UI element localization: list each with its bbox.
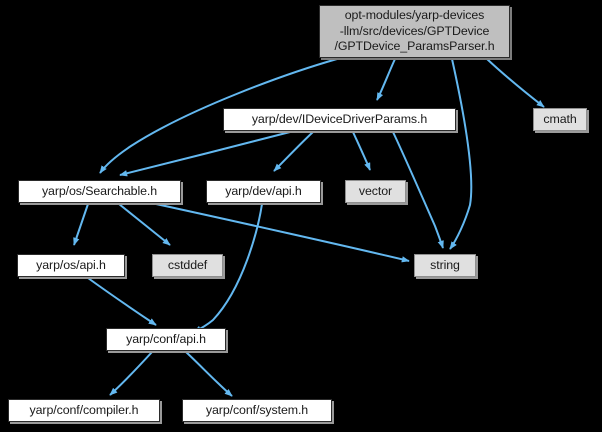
graph-node-string[interactable]: string xyxy=(414,254,476,277)
graph-edge-searchable-to-cstddef xyxy=(118,203,171,246)
graph-node-label: yarp/conf/system.h xyxy=(205,402,309,417)
graph-edge-searchable-to-string xyxy=(155,203,410,263)
graph-node-label: yarp/os/Searchable.h xyxy=(41,183,158,198)
graph-node-label: opt-modules/yarp-devices xyxy=(344,8,485,23)
graph-node-cstddef[interactable]: cstddef xyxy=(152,254,223,277)
graph-node-searchable[interactable]: yarp/os/Searchable.h xyxy=(18,180,181,203)
graph-edge-searchable-to-osapi xyxy=(73,203,89,246)
graph-node-label: cstddef xyxy=(167,257,208,272)
graph-node-compiler[interactable]: yarp/conf/compiler.h xyxy=(8,399,160,422)
graph-node-label: vector xyxy=(358,183,393,198)
graph-node-label: /GPTDevice_ParamsParser.h xyxy=(334,39,495,54)
graph-node-vector[interactable]: vector xyxy=(345,180,406,203)
graph-node-label: yarp/dev/api.h xyxy=(225,183,302,198)
graph-edge-root-to-searchable xyxy=(99,58,338,174)
graph-node-label: string xyxy=(430,257,460,272)
graph-node-confapi[interactable]: yarp/conf/api.h xyxy=(106,328,226,351)
graph-node-label: yarp/conf/api.h xyxy=(126,331,206,346)
graph-edge-osapi-to-confapi xyxy=(87,277,157,326)
graph-node-system[interactable]: yarp/conf/system.h xyxy=(182,399,332,422)
graph-node-cmath[interactable]: cmath xyxy=(533,108,587,131)
graph-node-root[interactable]: opt-modules/yarp-devices-llm/src/devices… xyxy=(319,5,510,58)
graph-edge-root-to-cmath xyxy=(486,58,545,108)
graph-edge-root-to-string xyxy=(449,58,473,250)
graph-node-devapi[interactable]: yarp/dev/api.h xyxy=(206,180,321,203)
graph-edge-idevicedriverparams-to-devapi xyxy=(273,131,314,172)
graph-node-label: yarp/os/api.h xyxy=(36,257,106,272)
graph-edge-confapi-to-compiler xyxy=(109,351,153,396)
edges-group xyxy=(73,58,545,397)
graph-node-label: yarp/dev/IDeviceDriverParams.h xyxy=(251,111,428,126)
graph-edge-idevicedriverparams-to-searchable xyxy=(119,131,291,177)
graph-edge-idevicedriverparams-to-string xyxy=(392,131,444,249)
graph-node-label: yarp/conf/compiler.h xyxy=(29,402,139,417)
graph-node-osapi[interactable]: yarp/os/api.h xyxy=(17,254,125,277)
graph-edge-root-to-idevicedriverparams xyxy=(376,58,396,101)
graph-node-label: -llm/src/devices/GPTDevice xyxy=(339,23,490,38)
graph-edge-confapi-to-system xyxy=(185,351,233,397)
graph-edge-idevicedriverparams-to-vector xyxy=(352,131,371,171)
graph-node-idevicedriverparams[interactable]: yarp/dev/IDeviceDriverParams.h xyxy=(223,108,456,131)
graph-node-label: cmath xyxy=(543,111,577,126)
